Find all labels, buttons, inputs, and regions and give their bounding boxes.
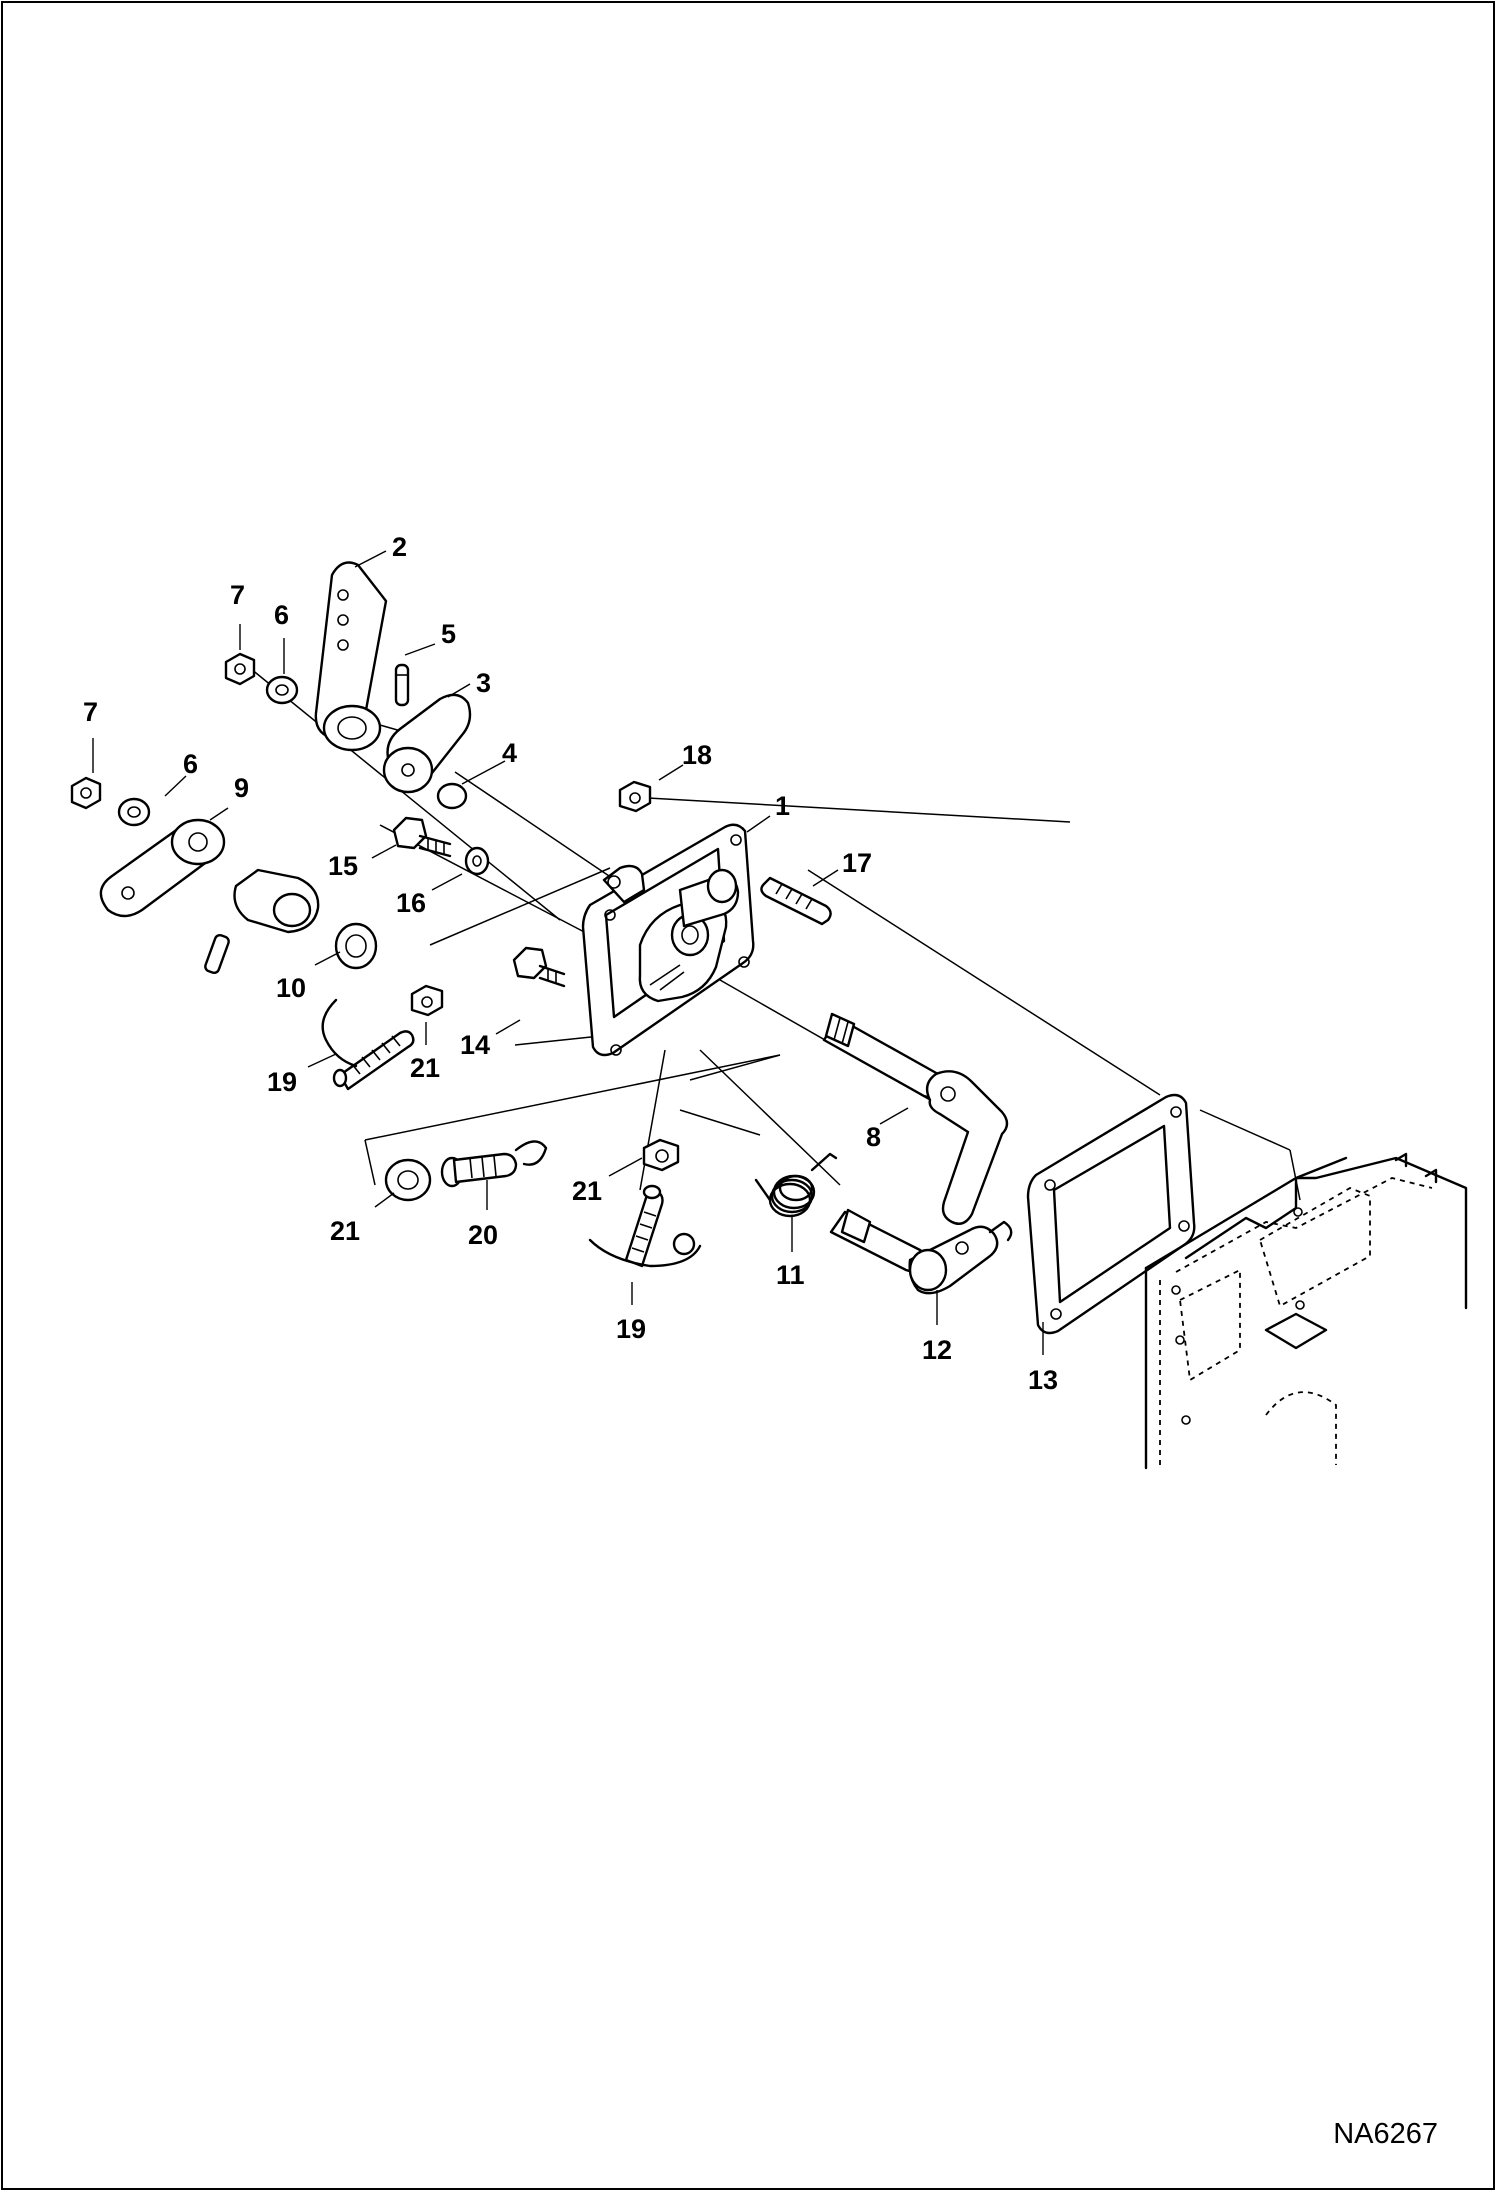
callout-1: 1	[775, 791, 790, 821]
pin-5	[394, 663, 410, 707]
callout-leaders	[92, 550, 1044, 1355]
callout-19-center: 19	[616, 1314, 646, 1344]
callout-16: 16	[396, 888, 426, 918]
nut-18	[618, 780, 652, 813]
seal-10	[334, 922, 378, 970]
callout-19-upper: 19	[267, 1067, 297, 1097]
drawing-reference-code: NA6267	[1333, 2118, 1438, 2150]
callout-17: 17	[842, 848, 872, 878]
spring-screw-20	[440, 1140, 548, 1188]
nut-21-lower-left	[384, 1158, 432, 1202]
washer-6-lower	[117, 797, 151, 827]
callout-7-upper: 7	[230, 580, 245, 610]
callout-6-lower: 6	[183, 749, 198, 779]
nut-7-upper	[224, 652, 256, 686]
nut-21-center	[642, 1138, 680, 1172]
callout-13: 13	[1028, 1365, 1058, 1395]
bolt-15	[392, 816, 452, 858]
callout-4: 4	[502, 738, 517, 768]
callout-20: 20	[468, 1220, 498, 1250]
engine-block-outline	[1144, 1152, 1468, 1470]
lever-shaft-12	[829, 1208, 1013, 1295]
stud-17	[760, 876, 832, 926]
callout-6-upper: 6	[274, 600, 289, 630]
callout-2: 2	[392, 532, 407, 562]
callout-labels: 2 7 6 5 3 7 6 9 4 18 1 17 15 16 10 14 19…	[83, 532, 1058, 1395]
callout-21-upper: 21	[410, 1053, 440, 1083]
lever-3	[382, 693, 472, 794]
callout-9: 9	[234, 773, 249, 803]
callout-15: 15	[328, 851, 358, 881]
spring-screw-19-center	[588, 1184, 702, 1268]
torsion-spring-11	[754, 1152, 838, 1218]
lever-body-with-pin	[204, 868, 320, 975]
callout-3: 3	[476, 668, 491, 698]
callout-21-center: 21	[572, 1176, 602, 1206]
callout-7-lower: 7	[83, 697, 98, 727]
nut-21-upper	[410, 984, 444, 1017]
callout-14: 14	[460, 1030, 490, 1060]
callout-10: 10	[276, 973, 306, 1003]
lever-9	[99, 818, 226, 918]
o-ring-4	[436, 782, 468, 810]
spring-screw-19-upper	[321, 998, 415, 1091]
lever-shaft-8	[822, 1012, 1009, 1225]
lever-arm-2	[314, 561, 388, 752]
callout-8: 8	[866, 1122, 881, 1152]
callout-12: 12	[922, 1335, 952, 1365]
nut-7-lower	[70, 776, 102, 810]
governor-housing-1	[581, 823, 755, 1057]
washer-16	[464, 846, 490, 876]
washer-6-upper	[265, 675, 299, 705]
callout-5: 5	[441, 619, 456, 649]
callout-21-lower-left: 21	[330, 1216, 360, 1246]
callout-18: 18	[682, 740, 712, 770]
callout-11: 11	[776, 1260, 805, 1290]
bolt-14	[512, 946, 566, 988]
gasket-13	[1026, 1093, 1196, 1335]
